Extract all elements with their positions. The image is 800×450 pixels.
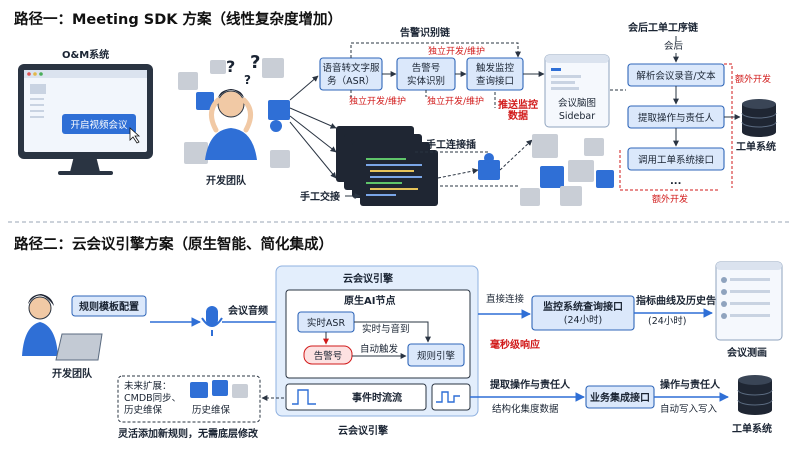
puzzle-ext-icon	[190, 380, 248, 398]
meeting-dashboard-window	[715, 261, 783, 341]
alarm-chain-label: 告警识别链	[400, 26, 451, 39]
independent-dev-left: 独立开发/维护	[349, 95, 406, 107]
dev-team-2-label: 开发团队	[52, 367, 93, 380]
monitor-api-box: 监控系统查询接口 (24小时)	[531, 295, 635, 331]
ellipsis-label: ...	[670, 176, 681, 187]
independent-dev-top: 独立开发/维护	[428, 45, 485, 57]
microphone-icon	[201, 306, 223, 336]
native-ai-node-label: 原生AI节点	[344, 294, 395, 307]
post-chain-title: 会后工单工序链	[628, 21, 699, 34]
pulse-wave-icon	[436, 391, 460, 403]
independent-dev-mid: 独立开发/维护	[427, 95, 484, 107]
path2-title: 路径二：云会议引擎方案（原生智能、简化集成）	[14, 235, 333, 253]
actions-owner-label: 操作与责任人	[660, 378, 721, 391]
meeting-dashboard-label: 会议测画	[727, 346, 767, 359]
extra-dev-bottom: 额外开发	[652, 193, 688, 205]
monitor-api-line2: (24小时)	[564, 314, 603, 326]
biz-api-box: 业务集成接口	[585, 385, 655, 409]
event-stream-label: 事件时流流	[352, 391, 402, 404]
extract-actions-2-label: 提取操作与责任人	[490, 378, 571, 391]
ticket-system-label-1: 工单系统	[736, 140, 776, 153]
alarm-no-label: 告警号	[314, 350, 343, 362]
future-ext-line1: 未来扩展：	[124, 380, 172, 392]
puzzle-piece-center-icon	[478, 153, 500, 180]
push-monitor-line2: 数据	[508, 109, 528, 122]
alarm-box-line2: 实体识别	[407, 75, 445, 87]
alarm-no-box: 告警号	[303, 345, 353, 365]
ticket-system-db-icon	[741, 99, 777, 137]
realtime-asr-label: 实时ASR	[307, 317, 346, 329]
sidebar-line1: 会议脑图	[558, 97, 596, 109]
parse-recording-box: 解析会议录音/文本	[627, 63, 725, 87]
metric-label: 指标曲线及历史告警	[636, 294, 726, 307]
flexible-rules-label: 灵活添加新规则，无需底层修改	[118, 427, 259, 440]
push-monitor-line1: 推送监控	[498, 98, 538, 111]
history-maint-label: 历史维保	[192, 404, 231, 416]
rule-template-card[interactable]: 规则模板配置	[71, 295, 147, 317]
sidebar-window: 会议脑图 Sidebar	[544, 54, 610, 128]
realtime-hear-label: 实时与音到	[362, 323, 410, 335]
parse-recording-label: 解析会议录音/文本	[636, 70, 716, 82]
dev-team-person-icon	[205, 89, 257, 160]
om-monitor: O&M系统	[18, 48, 153, 175]
monitor-api-line1: 监控系统查询接口	[543, 300, 623, 313]
rule-template-label: 规则模板配置	[79, 300, 139, 313]
manual-handoff-label: 手工交接	[300, 190, 340, 203]
asr-box-line1: 语音转文字服	[322, 62, 380, 74]
meeting-audio-label: 会议音频	[228, 304, 268, 317]
monitor-query-box: 触发监控 查询接口	[466, 57, 524, 91]
asr-service-box: 语音转文字服 务（ASR）	[319, 57, 383, 91]
cursor-icon	[129, 127, 141, 144]
pulse-box	[431, 383, 471, 411]
call-ticket-api-box: 调用工单系统接口	[627, 147, 725, 171]
open-meeting-button[interactable]: 开启视频会议	[62, 114, 136, 134]
puzzle-cluster-left: ? ? ?	[178, 52, 290, 168]
dev-team-2-person-icon	[22, 294, 103, 361]
future-ext-line2: CMDB同步、	[124, 393, 181, 404]
alarm-entity-box: 告警号 实体识别	[396, 57, 456, 91]
monitor-box-line2: 查询接口	[476, 75, 514, 87]
structured-data-label: 结构化集度数据	[492, 403, 559, 415]
biz-api-label: 业务集成接口	[590, 391, 650, 404]
path1-title: 路径一：Meeting SDK 方案（线性复杂度增加）	[14, 10, 342, 28]
rule-engine-label: 规则引擎	[417, 350, 456, 362]
auto-trigger-label: 自动触发	[360, 343, 399, 355]
event-stream-box: 事件时流流	[285, 383, 427, 411]
svg-text:?: ?	[226, 57, 235, 76]
ticket-system-db-icon-2	[737, 375, 773, 415]
post-meeting-label: 会后	[664, 40, 684, 52]
svg-text:?: ?	[250, 52, 260, 73]
asr-box-line2: 务（ASR）	[327, 75, 375, 87]
millisecond-label: 毫秒级响应	[490, 338, 540, 351]
sidebar-line2: Sidebar	[559, 111, 595, 122]
call-ticket-api-label: 调用工单系统接口	[638, 154, 714, 166]
direct-connect-label: 直接连接	[486, 293, 525, 305]
om-system-label: O&M系统	[62, 48, 109, 61]
alarm-box-line1: 告警号	[412, 62, 441, 74]
puzzle-cluster-right	[520, 134, 614, 206]
extract-actions-label: 提取操作与责任人	[638, 112, 715, 124]
dev-team-label: 开发团队	[206, 174, 247, 187]
svg-text:?: ?	[244, 73, 251, 87]
rule-engine-box: 规则引擎	[407, 343, 465, 367]
hours24-label: (24小时)	[648, 315, 687, 327]
engine-bottom-label: 云会议引擎	[338, 424, 388, 437]
extra-dev-right: 额外开发	[735, 73, 771, 85]
future-ext-line3: 历史维保	[124, 404, 163, 416]
manual-connect-label: 手工连接插	[426, 138, 476, 151]
open-meeting-label: 开启视频会议	[70, 119, 128, 131]
ticket-system-label-2: 工单系统	[732, 422, 772, 435]
realtime-asr-box: 实时ASR	[297, 311, 355, 333]
extract-actions-box: 提取操作与责任人	[627, 105, 725, 129]
code-windows-stack	[336, 126, 438, 206]
monitor-box-line1: 触发监控	[476, 62, 515, 74]
auto-write-label: 自动写入写入	[660, 403, 718, 415]
engine-title: 云会议引擎	[343, 272, 393, 285]
